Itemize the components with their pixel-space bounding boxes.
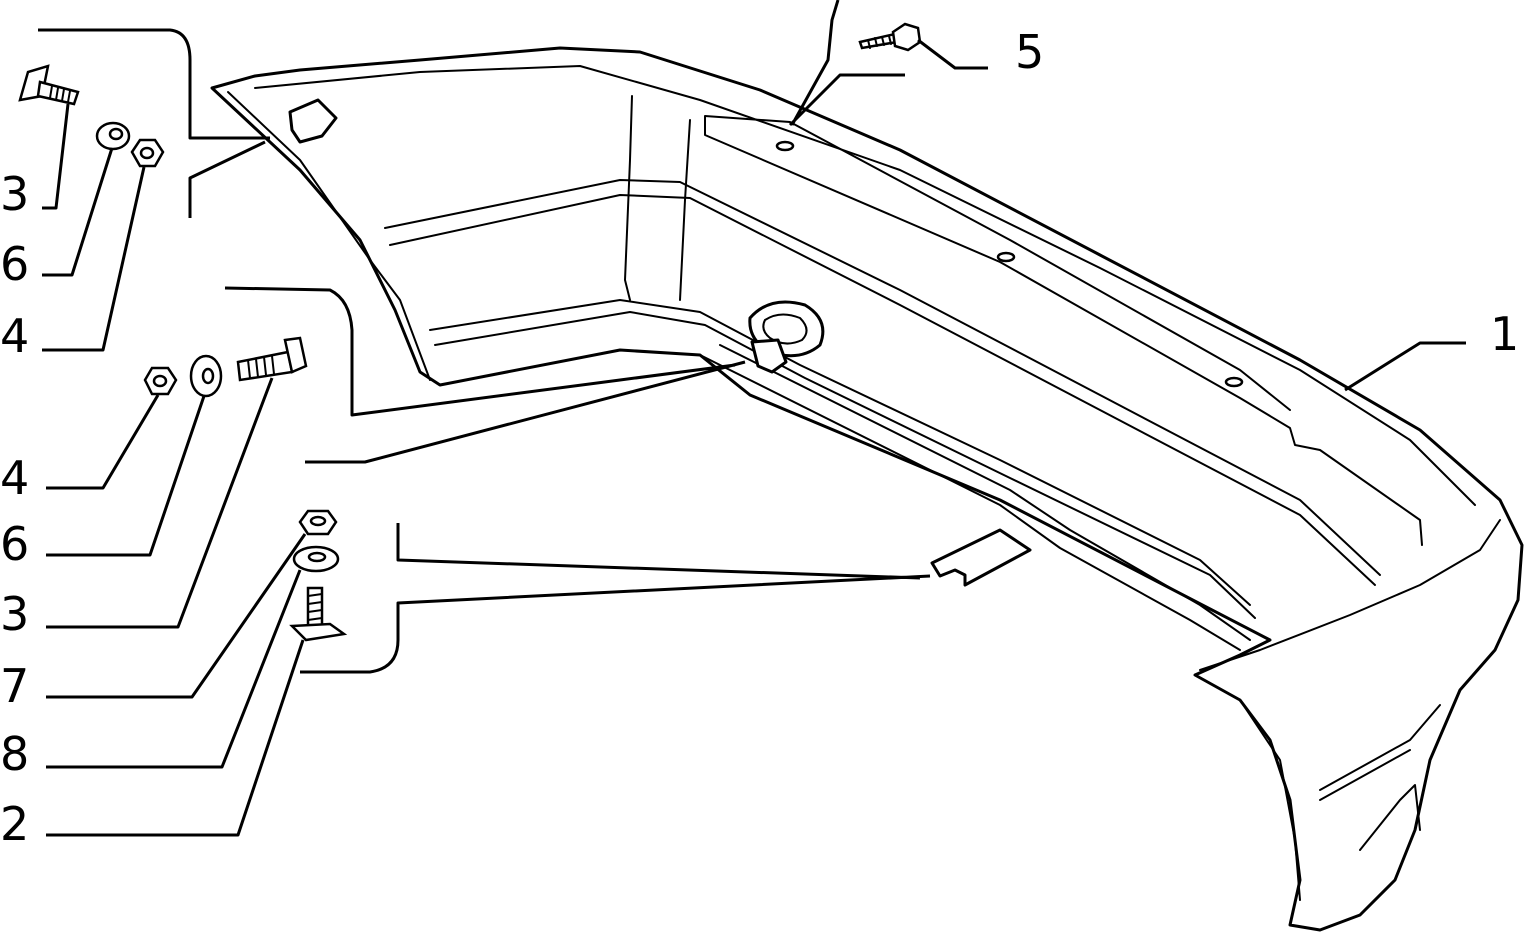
leader-6a xyxy=(42,147,114,277)
callout-7: 7 xyxy=(0,659,29,713)
washer-middle-hole xyxy=(201,367,215,385)
clip-slot-3 xyxy=(1224,376,1244,388)
bumper-upper-strip xyxy=(704,115,1423,546)
bumper-left-end-edge xyxy=(227,91,431,381)
bumper-right-corner-slot xyxy=(1319,704,1441,801)
leader-3a xyxy=(42,103,70,210)
leader-7 xyxy=(46,533,307,699)
tow-eye-grommet xyxy=(748,300,825,374)
bumper-cavity-divider xyxy=(624,95,691,301)
leader-3b xyxy=(46,377,274,629)
leader-4b xyxy=(46,394,160,490)
leader-4a xyxy=(42,166,146,352)
callout-6-middle: 6 xyxy=(0,517,29,571)
bracket-middle-group xyxy=(224,286,746,464)
bolt-middle xyxy=(236,336,308,382)
callout-3-middle: 3 xyxy=(0,587,29,641)
callout-4-top: 4 xyxy=(0,309,29,363)
leader-1 xyxy=(1344,341,1466,392)
bumper-right-corner xyxy=(1199,519,1501,901)
bumper-lower-lip xyxy=(699,354,1241,651)
bracket-lower-group xyxy=(300,523,931,674)
bolt-top-left xyxy=(18,64,80,106)
bracket-top-group xyxy=(38,28,270,218)
leader-8 xyxy=(46,569,302,769)
callout-5: 5 xyxy=(1015,25,1044,79)
callout-6-top: 6 xyxy=(0,237,29,291)
nut-middle-hole xyxy=(152,374,168,388)
leader-6b xyxy=(46,395,206,557)
bumper-right-corner-lip xyxy=(1359,784,1421,851)
clip-slot-2 xyxy=(996,251,1016,263)
leader-2 xyxy=(46,639,305,837)
bumper-body xyxy=(210,46,1524,932)
bumper-lower-tab xyxy=(930,528,1032,587)
bolt-lower xyxy=(289,586,348,642)
bumper-inner-rib-upper xyxy=(384,179,1381,576)
callout-3-top: 3 xyxy=(0,167,29,221)
clip-slot-1 xyxy=(775,140,795,152)
washer-top-left-hole xyxy=(108,127,124,141)
callout-8: 8 xyxy=(0,727,29,781)
callout-1: 1 xyxy=(1490,307,1519,361)
screw-upper xyxy=(858,22,922,52)
bumper-inner-rib-upper-2 xyxy=(389,194,1376,586)
bumper-inner-rib-lower xyxy=(429,299,1251,606)
bumper-lower-lip-2 xyxy=(719,344,1251,641)
bumper-top-rim xyxy=(254,65,1476,506)
leader-5 xyxy=(917,38,988,70)
leader-5-to-bumper xyxy=(788,0,905,127)
callout-2: 2 xyxy=(0,797,29,851)
washer-lower-hole xyxy=(307,551,327,563)
callout-4-middle: 4 xyxy=(0,451,29,505)
nut-top-left-hole xyxy=(139,146,155,160)
bumper-inner-rib-lower-2 xyxy=(434,311,1256,619)
nut-lower-hole xyxy=(309,515,327,527)
bumper-left-bracket xyxy=(288,98,338,144)
